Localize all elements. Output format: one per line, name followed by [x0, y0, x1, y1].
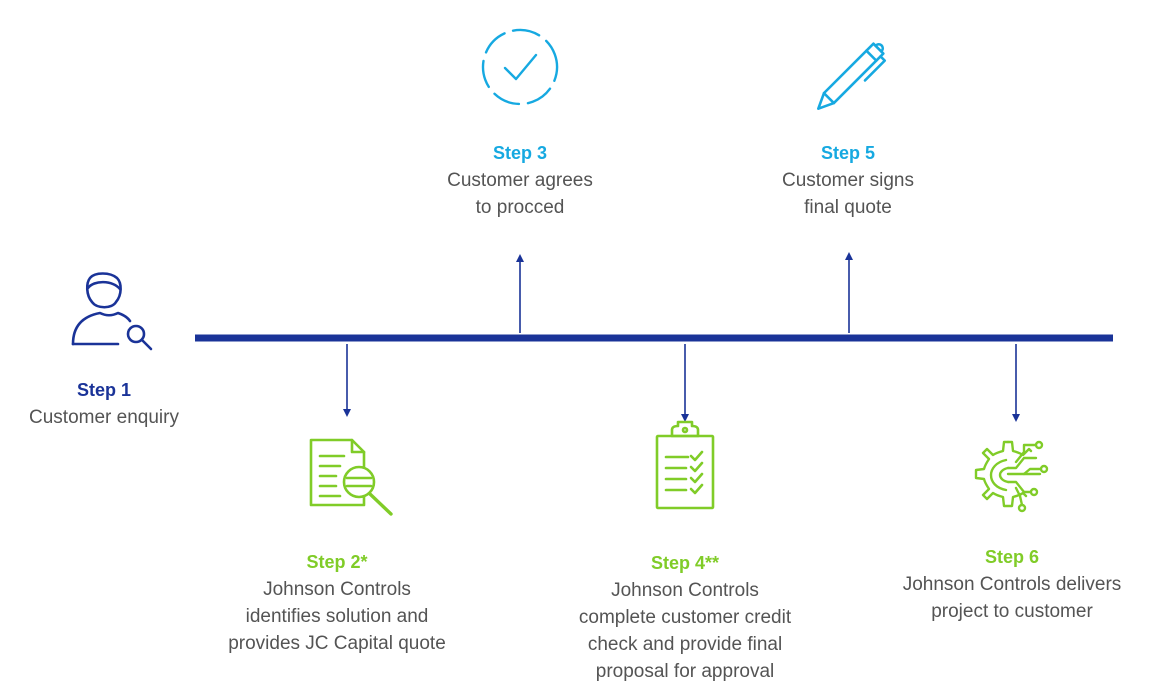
step-2: Step 2* Johnson Controls identifies solu… — [187, 549, 487, 657]
step-5-line-1: Customer signs — [782, 170, 914, 191]
step-2-title: Step 2* — [306, 552, 368, 572]
step-3: Step 3 Customer agrees to procced — [395, 140, 645, 221]
step-6-title: Step 6 — [984, 547, 1040, 567]
step-3-title: Step 3 — [492, 143, 548, 163]
step-3-line-2: to procced — [475, 197, 565, 218]
step-6: Step 6 Johnson Controls delivers project… — [862, 544, 1162, 625]
step-4-title: Step 4** — [650, 553, 720, 573]
pen-icon — [817, 42, 887, 110]
step-1-title: Step 1 — [76, 380, 132, 400]
step-2-line-3: provides JC Capital quote — [228, 633, 446, 654]
step-6-line-2: project to customer — [931, 601, 1093, 622]
checkmark-circle-icon — [481, 28, 559, 106]
step-1: Step 1 Customer enquiry — [4, 377, 204, 431]
step-4-line-4: proposal for approval — [595, 661, 775, 682]
gear-circuit-icon — [974, 440, 1049, 513]
step-4-line-3: check and provide final — [587, 634, 783, 655]
step-4-line-2: complete customer credit — [578, 607, 792, 628]
step-5-line-2: final quote — [804, 197, 892, 218]
document-search-icon — [309, 438, 393, 516]
customer-search-icon — [71, 272, 153, 351]
step-6-line-1: Johnson Controls delivers — [902, 574, 1122, 595]
step-3-line-1: Customer agrees — [447, 170, 593, 191]
step-2-line-2: identifies solution and — [245, 606, 429, 627]
step-1-line-1: Customer enquiry — [29, 407, 179, 428]
step-5-title: Step 5 — [820, 143, 876, 163]
step-4: Step 4** Johnson Controls complete custo… — [535, 550, 835, 685]
clipboard-checklist-icon — [655, 420, 715, 510]
step-5: Step 5 Customer signs final quote — [723, 140, 973, 221]
step-4-line-1: Johnson Controls — [611, 580, 759, 601]
step-2-line-1: Johnson Controls — [263, 579, 411, 600]
